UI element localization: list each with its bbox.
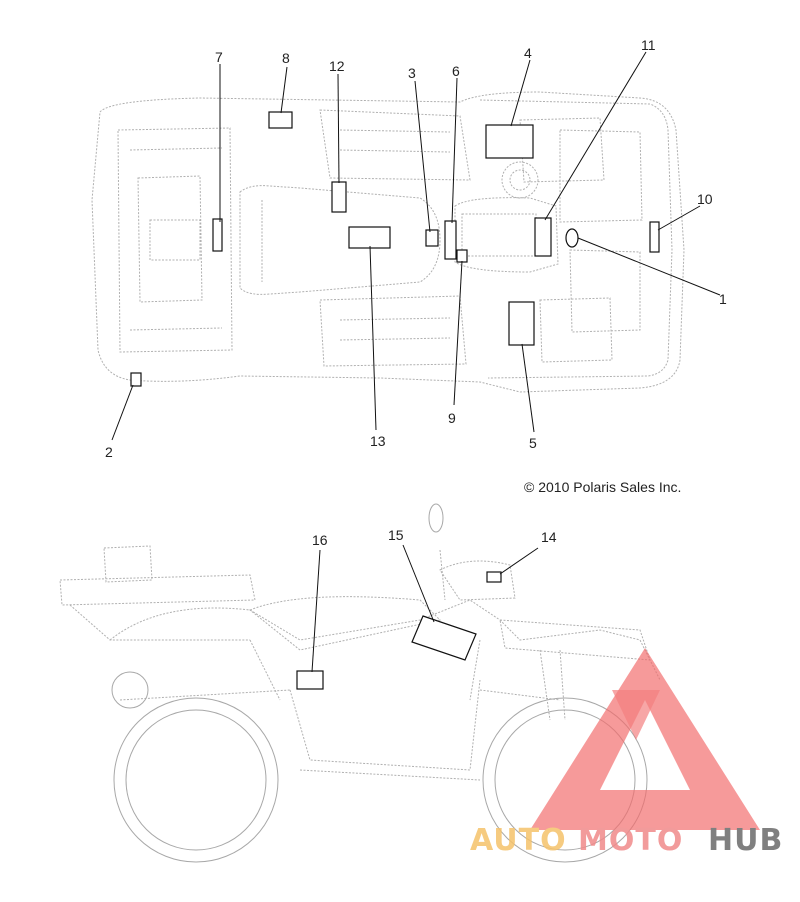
automotohub-watermark: AUTO MOTO HUB [470, 648, 783, 858]
atv-side-view [59, 503, 661, 863]
watermark-triangle-inner [612, 690, 660, 740]
top-view-leaders [111, 51, 721, 441]
decal-5 [508, 301, 535, 346]
callout-13: 13 [370, 433, 386, 449]
top-view-callouts: 7 8 12 3 6 4 11 10 1 13 9 5 2 [105, 37, 727, 460]
callout-9: 9 [448, 410, 456, 426]
decal-11 [534, 217, 552, 257]
callout-8: 8 [282, 50, 290, 66]
atv-top-view [91, 91, 685, 393]
callout-15: 15 [388, 527, 404, 543]
callout-11: 11 [641, 37, 656, 53]
decal-10 [649, 221, 660, 253]
decal-15 [411, 615, 477, 661]
decal-14 [486, 571, 502, 583]
watermark-text-auto: AUTO [470, 823, 567, 858]
decal-1 [565, 228, 579, 248]
callout-12: 12 [329, 58, 345, 74]
callout-1: 1 [719, 291, 727, 307]
decal-4 [485, 124, 534, 159]
callout-14: 14 [541, 529, 557, 545]
decal-6 [444, 220, 457, 260]
decal-7 [212, 218, 223, 252]
decal-8 [268, 111, 293, 129]
callout-3: 3 [408, 65, 416, 81]
decal-13 [348, 226, 391, 249]
side-view-leaders [311, 544, 539, 673]
callout-6: 6 [452, 63, 460, 79]
callout-4: 4 [524, 45, 532, 61]
callout-5: 5 [529, 435, 537, 451]
callout-7: 7 [215, 49, 223, 65]
callout-2: 2 [105, 444, 113, 460]
copyright-text: © 2010 Polaris Sales Inc. [524, 479, 681, 495]
watermark-text-hub: HUB [708, 823, 783, 858]
callout-16: 16 [312, 532, 328, 548]
decal-3 [425, 229, 439, 247]
watermark-text-moto: MOTO [578, 823, 683, 858]
decal-12 [331, 181, 347, 213]
decal-2 [130, 372, 142, 387]
side-view-callouts: 14 15 16 [312, 527, 557, 548]
decal-16 [296, 670, 324, 690]
side-view-decals [296, 571, 502, 690]
top-view-decals [130, 111, 660, 387]
decal-9 [456, 249, 468, 263]
callout-10: 10 [697, 191, 713, 207]
watermark-triangle-logo [530, 648, 760, 830]
